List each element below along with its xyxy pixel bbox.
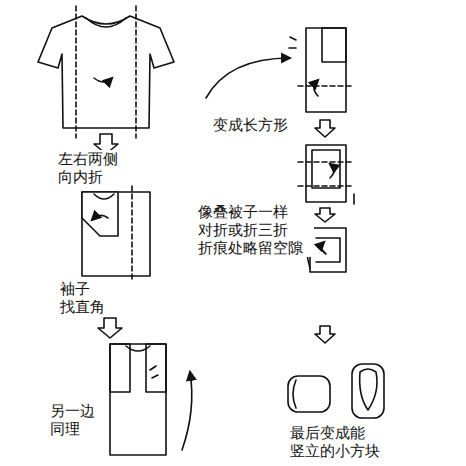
fold-line: [131, 186, 133, 282]
motion-mark: [150, 366, 158, 378]
collar-fold: [322, 28, 346, 62]
fold-layer: [316, 238, 340, 262]
fold-line: [298, 185, 354, 187]
fold-arrow: [330, 164, 334, 178]
collar: [86, 18, 126, 27]
folded-sleeve: [146, 344, 166, 392]
folded-sleeve: [110, 344, 130, 392]
motion-mark: [289, 37, 296, 48]
tshirt-folded: [110, 344, 166, 455]
fold-line: [135, 6, 137, 138]
standing-block: [352, 364, 384, 418]
tshirt-folding: [82, 192, 150, 276]
gap-mark: [353, 194, 355, 204]
step-label: 变成长方形: [213, 116, 303, 134]
fold-arrow: [321, 242, 326, 254]
folded-sleeve: [82, 192, 118, 236]
collar: [126, 346, 150, 351]
collar: [94, 194, 114, 199]
shirt-folded-half: [306, 145, 346, 202]
fold-arrow: [314, 80, 318, 96]
step-arrow: [98, 318, 122, 338]
step-label: 左右两侧 向内折: [58, 150, 122, 186]
shirt-rectangle: [306, 28, 346, 112]
roll-edge: [293, 380, 296, 408]
step-label: 像叠被子一样 对折或折三折 折痕处略留空隙: [198, 203, 314, 257]
step-label: 另一边 同理: [50, 402, 102, 438]
step-arrow: [315, 208, 335, 222]
step-arrow: [315, 326, 335, 343]
fold-line: [75, 6, 77, 138]
fold-layer: [312, 150, 340, 188]
curved-arrow: [206, 58, 290, 98]
curved-arrow: [182, 372, 192, 450]
folded-block: [288, 376, 330, 412]
roll-spiral: [360, 369, 377, 410]
fold-arrow: [92, 215, 108, 220]
shirt-roll: [310, 228, 346, 272]
tshirt-flat: [38, 16, 174, 128]
step-label: 袖子 找直角: [60, 280, 124, 316]
step-arrow: [315, 120, 335, 137]
fold-line: [298, 85, 354, 87]
fold-arrow: [94, 78, 112, 82]
step-label: 最后变成能 竖立的小方块: [290, 424, 390, 460]
fold-line: [298, 161, 354, 163]
